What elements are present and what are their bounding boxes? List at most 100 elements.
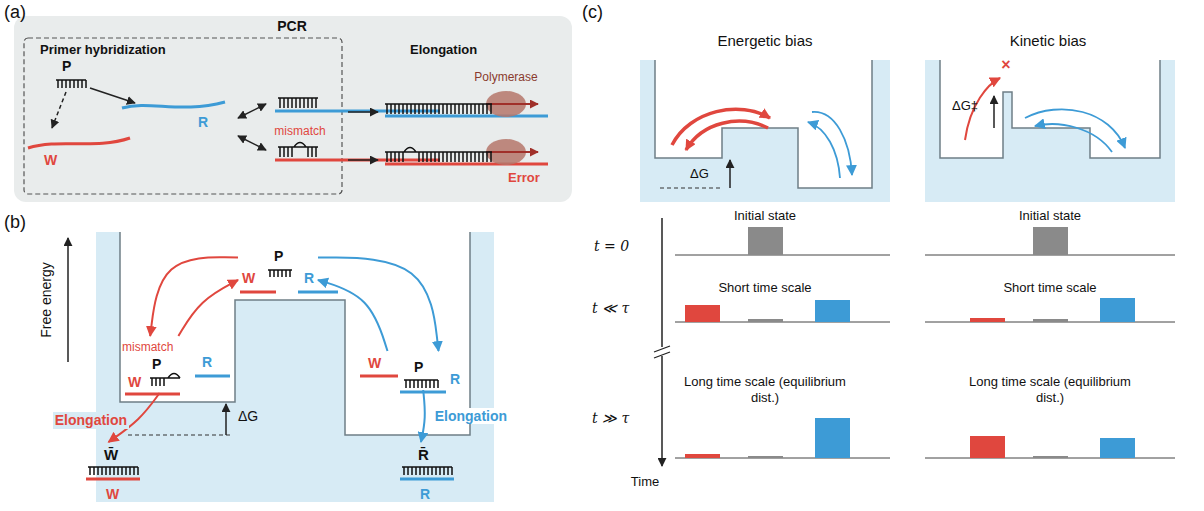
panel-c-landscapes <box>655 60 872 188</box>
panel-c-landscapes <box>1035 124 1112 152</box>
panel-a <box>90 88 135 103</box>
panel-c-landscapes <box>660 187 722 188</box>
panel-a <box>52 92 66 128</box>
panel-b-landscape <box>225 404 227 435</box>
panel-b-landscape <box>195 375 230 378</box>
distribution-bars <box>970 436 1005 458</box>
blocked-mark: × <box>1001 55 1010 74</box>
time-label: t ≪ τ <box>592 300 629 317</box>
bar-title: Short time scale <box>718 280 811 296</box>
panel-a <box>486 151 538 153</box>
panel-title: Kinetic bias <box>1010 32 1087 50</box>
state-label: R <box>202 354 212 371</box>
state-label: P <box>274 248 283 265</box>
distribution-bars <box>815 418 850 458</box>
panel-title: Energetic bias <box>717 32 812 50</box>
panel-a <box>348 111 378 113</box>
energy-gap: ΔG <box>238 408 258 425</box>
distribution-bars <box>970 318 1005 322</box>
transition-arrow <box>178 280 238 336</box>
panel-a <box>238 104 266 118</box>
distribution-bars <box>748 319 783 322</box>
primer-comb <box>278 143 318 158</box>
panel-a <box>14 16 572 202</box>
state-label: R̄ <box>418 446 429 464</box>
state-label: R <box>420 486 430 503</box>
panel-b-landscape <box>86 478 140 481</box>
panel-b-landscape <box>68 232 494 502</box>
bar-title: Initial state <box>734 208 796 224</box>
section-title: PCR <box>277 18 307 35</box>
panel-b-landscape <box>400 478 454 481</box>
panel-label: (a) <box>4 2 26 24</box>
state-label: P <box>414 359 423 376</box>
state-label: R <box>450 371 460 388</box>
transition-arrow <box>318 280 388 351</box>
panel-label: (c) <box>582 2 603 24</box>
section-title: Primer hybridization <box>40 42 166 58</box>
annotation: Polymerase <box>474 70 537 84</box>
time-label: t = 0 <box>594 238 629 255</box>
panel-c-landscapes <box>729 160 731 188</box>
panel-a <box>275 159 440 162</box>
primer-comb <box>385 104 492 114</box>
panel-c-landscapes <box>655 60 872 188</box>
primer-comb <box>385 148 492 163</box>
strand-label: R <box>198 114 208 131</box>
bar-title: Initial state <box>1019 208 1081 224</box>
transition-arrow <box>150 257 238 336</box>
panel-b-landscape <box>360 375 398 378</box>
panel-a <box>486 103 538 105</box>
transition-arrow <box>318 258 439 352</box>
panel-a <box>14 16 572 202</box>
primer-comb <box>88 467 138 475</box>
strand-label: P <box>62 58 71 75</box>
panel-c-landscapes <box>640 60 1175 202</box>
panel-a <box>28 138 130 148</box>
panel-a <box>122 102 225 108</box>
state-label: W <box>128 374 141 391</box>
primer-comb <box>404 380 438 388</box>
distribution-bars <box>675 255 1175 458</box>
time-label: t ≫ τ <box>592 410 629 427</box>
distribution-bars <box>1033 319 1068 322</box>
panel-c-landscapes <box>640 60 890 202</box>
primer-comb <box>150 374 180 387</box>
distribution-bars <box>748 227 783 255</box>
edge-label: Elongation <box>433 408 509 425</box>
panel-b-landscape <box>125 393 180 396</box>
matched-state: PWR <box>362 351 464 390</box>
panel-b-landscape <box>240 291 276 294</box>
distribution-bars <box>815 300 850 322</box>
bar-title: Long time scale (equilibrium dist.) <box>675 374 855 405</box>
panel-c-landscapes <box>672 109 770 145</box>
panel-b-landscape <box>67 238 69 362</box>
distribution-bars <box>685 454 720 458</box>
panel-label: (b) <box>4 212 26 234</box>
state-label: W <box>368 355 381 372</box>
energy-barrier: ΔG‡ <box>952 98 978 114</box>
edge-label: Elongation <box>53 412 129 429</box>
distribution-bars <box>1033 227 1068 255</box>
distribution-bars <box>1100 438 1135 458</box>
error-product: W̄W <box>94 442 123 505</box>
panel-b-landscape <box>120 232 470 435</box>
panel-c-landscapes <box>940 60 1160 158</box>
panel-b-landscape <box>298 291 338 294</box>
state-label: R <box>304 270 314 287</box>
energy-gap: ΔG <box>690 166 709 182</box>
state-label: mismatch <box>122 340 173 354</box>
primer-comb <box>268 270 292 277</box>
panel-c-landscapes <box>812 112 852 175</box>
panel-a <box>385 163 548 166</box>
panel-a <box>348 159 378 161</box>
panel-a <box>385 115 548 118</box>
transition-arrow <box>421 390 425 442</box>
panel-b-landscape <box>128 434 232 435</box>
correct-product: R̄ R <box>408 442 434 505</box>
primer-comb <box>278 98 318 108</box>
distribution-bars <box>1033 456 1068 458</box>
state-label: W <box>106 486 119 503</box>
distribution-bars <box>748 456 783 458</box>
